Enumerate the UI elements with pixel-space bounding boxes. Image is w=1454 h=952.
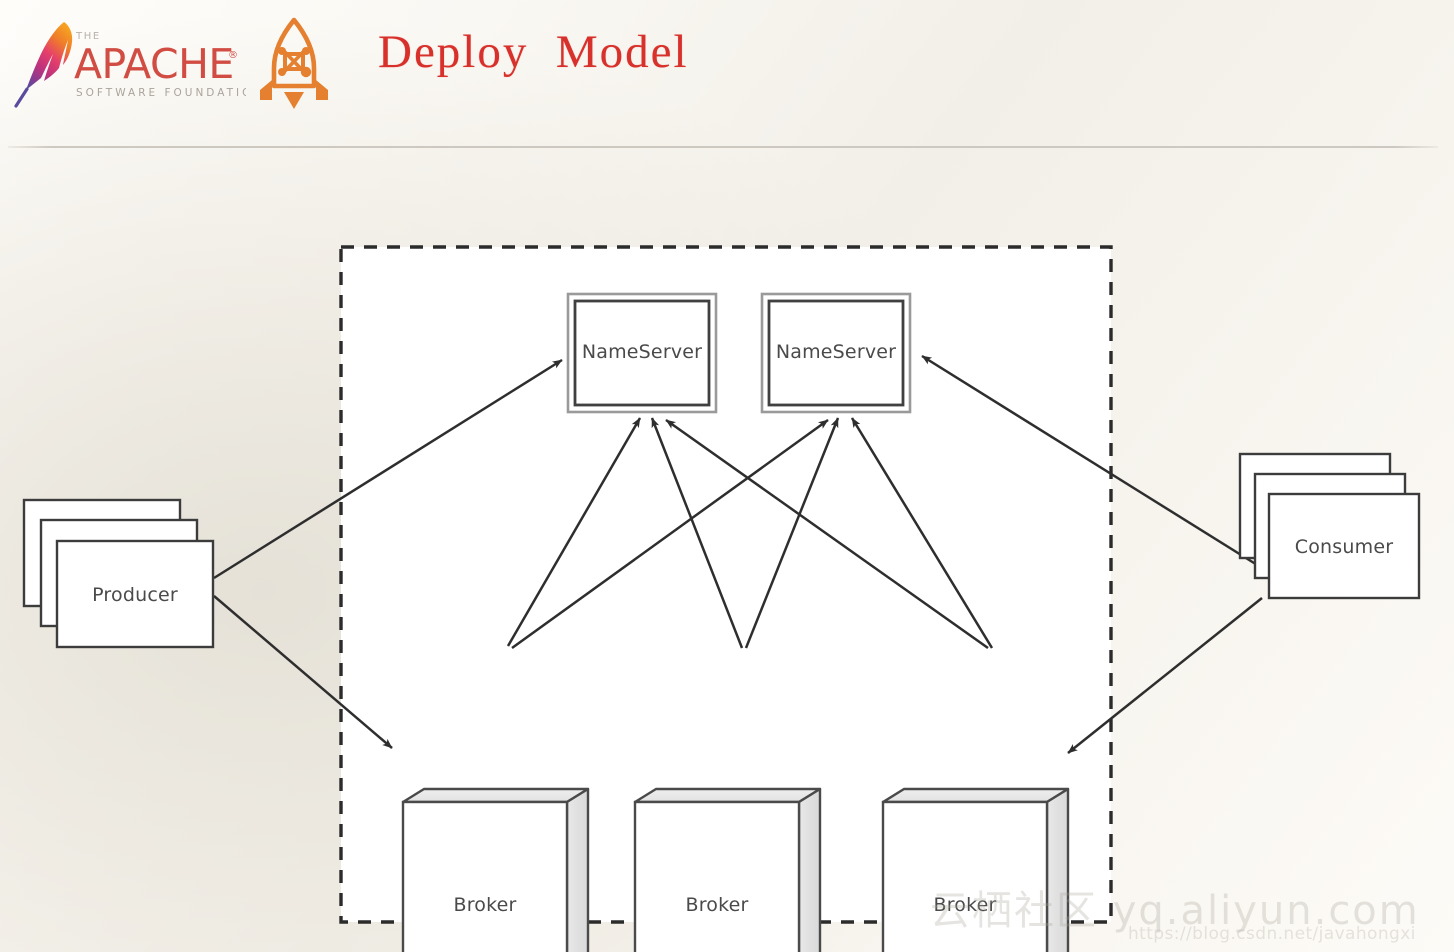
node-consumer[interactable] bbox=[1238, 452, 1421, 600]
node-nameserver-2[interactable] bbox=[760, 292, 912, 414]
deploy-model-diagram: NameServer NameServer Broker Broker Brok… bbox=[0, 148, 1454, 952]
node-broker-3[interactable] bbox=[881, 787, 1070, 952]
rocketmq-logo bbox=[252, 14, 336, 112]
apache-logo-svg: THE APACHE ® SOFTWARE FOUNDATION bbox=[14, 22, 261, 108]
edge-broker1-to-nameserver1 bbox=[506, 417, 642, 647]
apache-logo-registered-mark: ® bbox=[228, 50, 238, 61]
apache-logo-tagline: SOFTWARE FOUNDATION bbox=[76, 87, 246, 99]
apache-software-foundation-logo: THE APACHE ® SOFTWARE FOUNDATION bbox=[14, 16, 261, 108]
rocketmq-flame bbox=[284, 92, 304, 109]
rocketmq-node-dots bbox=[278, 47, 312, 78]
edge-broker1-to-nameserver2 bbox=[511, 418, 829, 650]
apache-logo-the: THE bbox=[75, 31, 101, 42]
edge-broker2-to-nameserver2 bbox=[744, 417, 840, 649]
apache-logo-wordmark: APACHE bbox=[74, 40, 234, 88]
rocketmq-fins bbox=[260, 80, 328, 100]
page-title: Deploy Model bbox=[378, 26, 689, 78]
header-divider bbox=[8, 146, 1438, 148]
node-producer[interactable] bbox=[22, 498, 215, 649]
edge-group bbox=[213, 354, 1263, 754]
diagram-svg bbox=[22, 245, 1421, 952]
edge-broker2-to-nameserver1 bbox=[650, 417, 744, 649]
rocketmq-rocket-icon bbox=[260, 17, 328, 109]
slide-header: THE APACHE ® SOFTWARE FOUNDATION bbox=[0, 0, 1454, 148]
apache-feather-icon bbox=[14, 22, 73, 108]
node-broker-1[interactable] bbox=[401, 787, 590, 952]
edge-consumer-to-nameserver2 bbox=[921, 354, 1263, 570]
node-broker-2[interactable] bbox=[633, 787, 822, 952]
edge-producer-to-nameserver1 bbox=[213, 358, 563, 580]
edge-consumer-to-broker3 bbox=[1067, 597, 1263, 754]
edge-producer-to-broker1 bbox=[213, 595, 393, 749]
edge-broker3-to-nameserver2 bbox=[850, 417, 994, 649]
edge-broker3-to-nameserver1 bbox=[665, 418, 989, 650]
node-nameserver-1[interactable] bbox=[566, 292, 718, 414]
